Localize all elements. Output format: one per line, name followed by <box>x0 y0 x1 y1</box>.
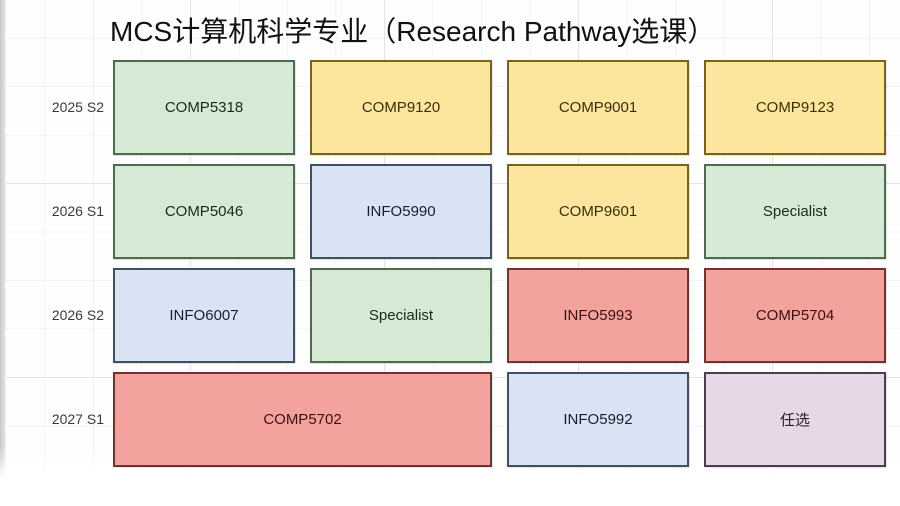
course-cell-label: 任选 <box>779 412 810 429</box>
row-label-3: 2026 S2 <box>51 306 104 323</box>
course-cell[interactable]: COMP5318 <box>113 60 295 155</box>
course-cell-label: COMP5704 <box>755 307 835 324</box>
course-cell[interactable]: COMP5702 <box>113 372 492 467</box>
course-cell-label: INFO5993 <box>563 307 633 324</box>
course-cell[interactable]: COMP9601 <box>507 164 689 259</box>
course-cell-label: COMP9123 <box>755 99 835 116</box>
row-label-4: 2027 S1 <box>51 410 104 427</box>
course-cell[interactable]: INFO6007 <box>113 268 295 363</box>
course-cell[interactable]: Specialist <box>310 268 492 363</box>
course-cell[interactable]: INFO5993 <box>507 268 689 363</box>
course-cell-label: Specialist <box>762 203 828 220</box>
course-cell[interactable]: Specialist <box>704 164 886 259</box>
course-cell-label: COMP5702 <box>263 411 342 428</box>
course-cell[interactable]: COMP9001 <box>507 60 689 155</box>
row-label-2: 2026 S1 <box>51 202 104 219</box>
course-cell[interactable]: 任选 <box>704 372 886 467</box>
course-cell[interactable]: INFO5992 <box>507 372 689 467</box>
page-left-edge <box>0 0 6 506</box>
course-cell[interactable]: COMP5704 <box>704 268 886 363</box>
course-cell-label: Specialist <box>368 307 434 324</box>
course-cell-label: INFO6007 <box>169 307 239 324</box>
course-cell[interactable]: COMP5046 <box>113 164 295 259</box>
course-cell-label: INFO5990 <box>366 203 436 220</box>
page-title: MCS计算机科学专业（Research Pathway选课） <box>110 16 716 47</box>
course-cell-label: COMP9001 <box>558 99 638 116</box>
course-cell-label: COMP9601 <box>558 203 638 220</box>
course-cell-label: COMP9120 <box>361 99 441 116</box>
course-cell[interactable]: COMP9123 <box>704 60 886 155</box>
course-cell-label: COMP5318 <box>164 99 244 116</box>
row-label-1: 2025 S2 <box>51 98 104 115</box>
course-cell-label: INFO5992 <box>563 411 633 428</box>
course-cell[interactable]: COMP9120 <box>310 60 492 155</box>
course-cell-label: COMP5046 <box>164 203 244 220</box>
course-cell[interactable]: INFO5990 <box>310 164 492 259</box>
